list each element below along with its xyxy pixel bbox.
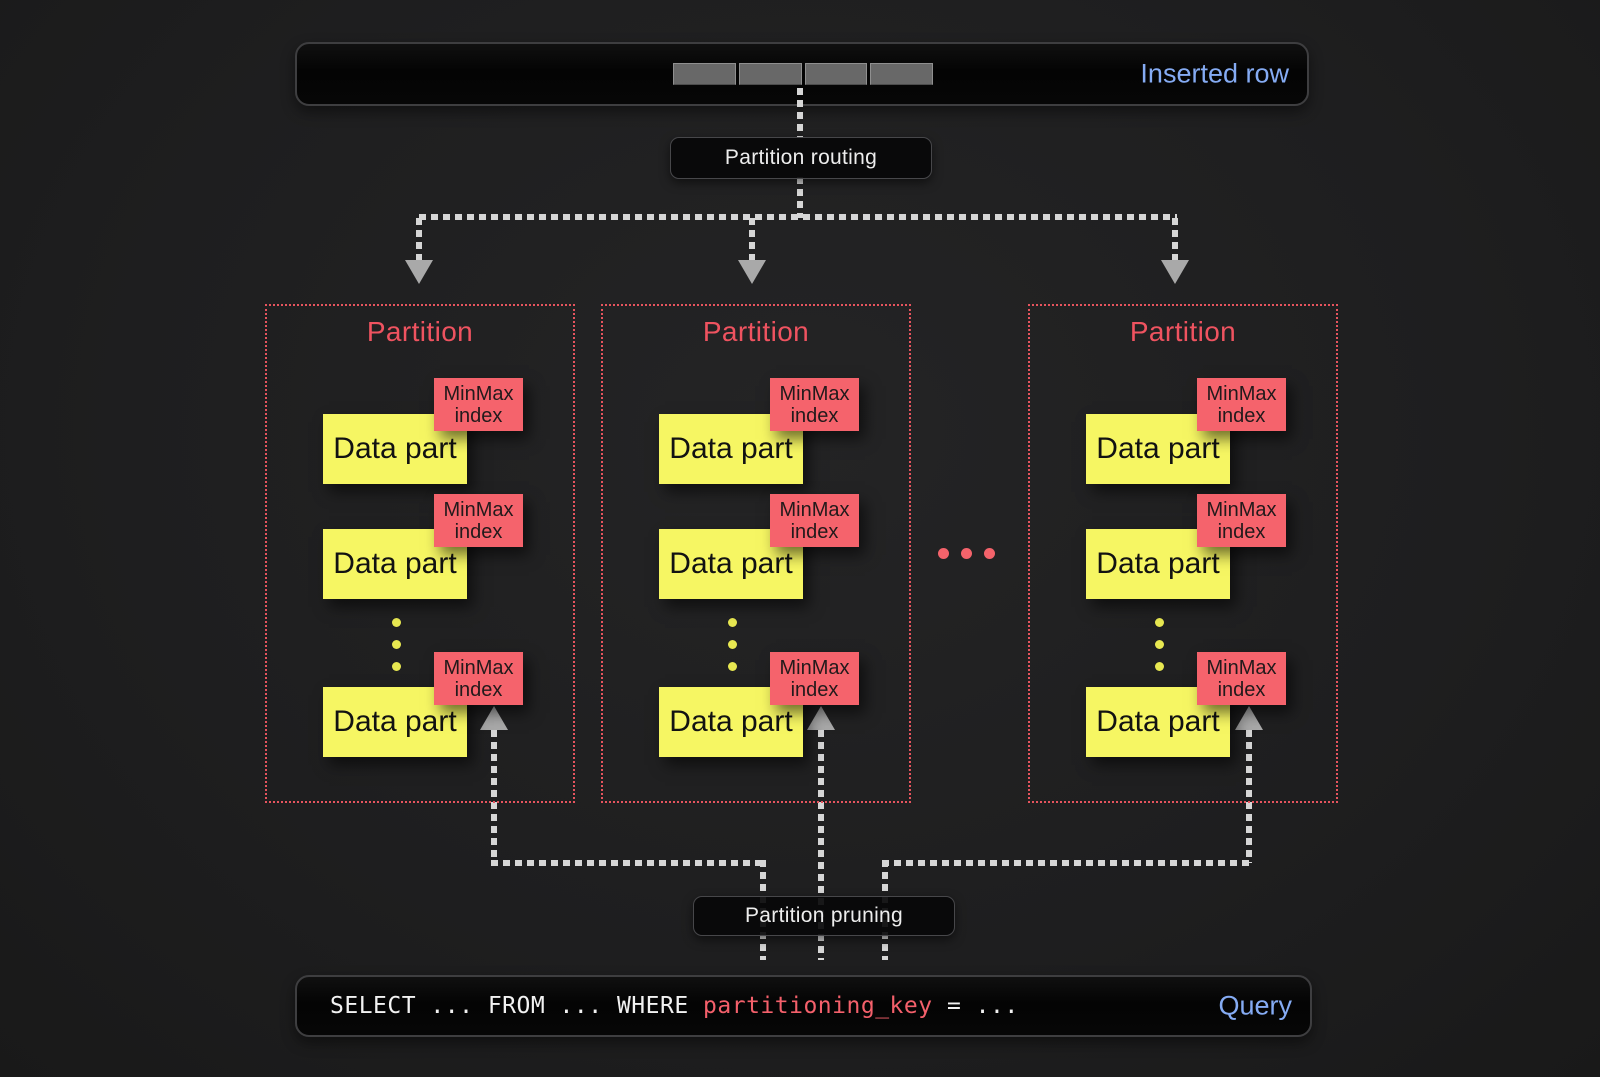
partition-title: Partition <box>366 316 474 347</box>
routing-connector-drop-right <box>1172 218 1178 262</box>
pruning-connector-left-horizontal <box>491 860 766 866</box>
arrow-up-icon <box>480 706 508 730</box>
minmax-index-tag: MinMax index <box>770 652 859 705</box>
row-segment <box>804 63 868 85</box>
query-text: SELECT ... FROM ... WHERE partitioning_k… <box>330 993 1019 1019</box>
query-prefix: SELECT ... FROM ... WHERE <box>330 993 704 1019</box>
minmax-index-tag: MinMax index <box>434 494 523 547</box>
arrow-up-icon <box>1235 706 1263 730</box>
partition-title: Partition <box>1129 316 1237 347</box>
query-label: Query <box>1218 990 1292 1021</box>
minmax-index-tag: MinMax index <box>770 378 859 431</box>
routing-connector-drop-left <box>416 218 422 262</box>
query-suffix: = ... <box>932 993 1019 1019</box>
pruning-connector-right-horizontal <box>882 860 1252 866</box>
row-segment <box>673 63 736 85</box>
query-partitioning-key: partitioning_key <box>703 993 933 1019</box>
pruning-connector-left-vertical <box>491 730 497 863</box>
inserted-row-segments <box>673 63 933 85</box>
minmax-index-tag: MinMax index <box>1197 652 1286 705</box>
arrow-up-icon <box>807 706 835 730</box>
minmax-index-tag: MinMax index <box>434 652 523 705</box>
more-partitions-ellipsis <box>938 548 995 559</box>
pruning-label: Partition pruning <box>693 896 955 936</box>
partition-title: Partition <box>702 316 810 347</box>
more-parts-ellipsis <box>728 618 737 671</box>
arrow-down-icon <box>405 260 433 284</box>
partition-box: Partition MinMax index Data part MinMax … <box>1028 304 1338 803</box>
row-segment <box>870 63 933 85</box>
partition-box: Partition MinMax index Data part MinMax … <box>601 304 911 803</box>
routing-label: Partition routing <box>670 137 932 179</box>
minmax-index-tag: MinMax index <box>1197 494 1286 547</box>
minmax-index-tag: MinMax index <box>770 494 859 547</box>
row-segment <box>738 63 802 85</box>
more-parts-ellipsis <box>1155 618 1164 671</box>
arrow-down-icon <box>738 260 766 284</box>
routing-connector-drop-middle <box>749 218 755 262</box>
partition-box: Partition MinMax index Data part MinMax … <box>265 304 575 803</box>
routing-connector-stub-bottom <box>797 177 803 218</box>
more-parts-ellipsis <box>392 618 401 671</box>
minmax-index-tag: MinMax index <box>434 378 523 431</box>
data-part-box: Data part <box>1086 687 1230 757</box>
routing-connector-stub-top <box>797 88 803 137</box>
pruning-connector-middle-vertical <box>818 730 824 960</box>
routing-connector-horizontal <box>419 214 1177 220</box>
inserted-row-label: Inserted row <box>1140 58 1289 89</box>
arrow-down-icon <box>1161 260 1189 284</box>
query-bar: SELECT ... FROM ... WHERE partitioning_k… <box>295 975 1312 1037</box>
pruning-connector-right-vertical <box>1246 730 1252 863</box>
minmax-index-tag: MinMax index <box>1197 378 1286 431</box>
